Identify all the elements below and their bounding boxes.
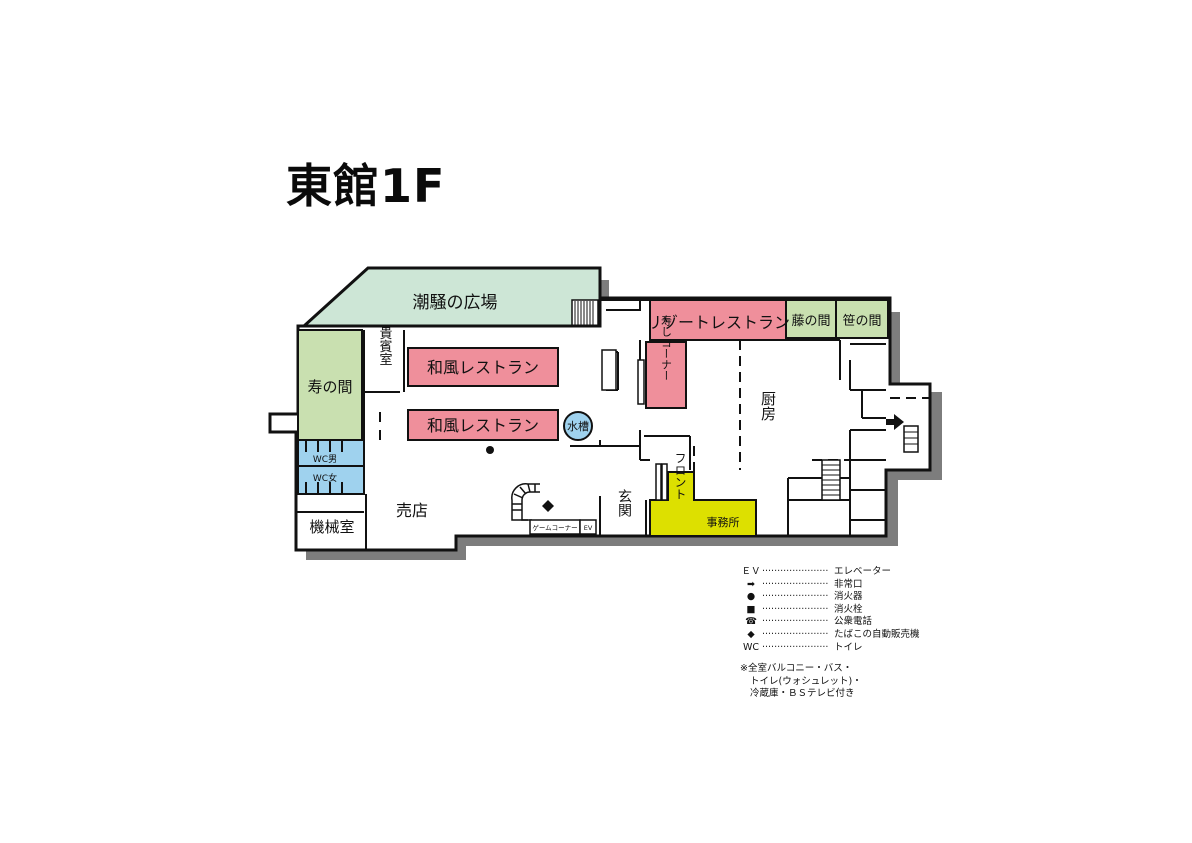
spiral-stairs — [511, 483, 540, 521]
label-water-tank: 水槽 — [567, 420, 589, 433]
square-icon: ■ — [746, 603, 756, 615]
note-line: 冷蔵庫・ＢＳテレビ付き — [750, 688, 855, 700]
legend-row: WC ······················ トイレ — [740, 642, 960, 655]
room-japanese-restaurant-2[interactable] — [407, 409, 559, 441]
label-wc-women: WC女 — [313, 472, 337, 484]
fire-extinguisher-icon — [486, 446, 494, 454]
page-title: 東館1F — [286, 159, 446, 213]
legend-row: ■ ······················ 消火栓 — [740, 604, 960, 617]
label-plaza: 潮騒の広場 — [413, 293, 498, 313]
label-sasa: 笹の間 — [842, 313, 881, 329]
label-japanese-restaurant-1: 和風レストラン — [427, 358, 539, 377]
ev-legend-symbol: ＥＶ — [741, 566, 761, 577]
room-resort-restaurant[interactable] — [649, 299, 787, 341]
circle-icon: ● — [746, 591, 756, 603]
room-kotobuki[interactable] — [297, 329, 363, 441]
legend-row: ● ······················ 消火器 — [740, 591, 960, 604]
label-office: 事務所 — [707, 515, 740, 529]
label-ev: EV — [584, 524, 593, 532]
legend-label: たばこの自動販売機 — [834, 628, 920, 640]
legend-label: 消火器 — [834, 591, 863, 603]
stairs-kitchen — [821, 425, 919, 501]
legend-label: 非常口 — [834, 578, 863, 590]
label-fuji: 藤の間 — [791, 314, 830, 329]
diamond-icon: ◆ — [747, 628, 755, 640]
label-front: フロント — [673, 452, 687, 500]
label-kotobuki: 寿の間 — [307, 378, 352, 396]
legend-label: エレベーター — [834, 566, 892, 577]
legend-row: ＥＶ ······················ エレベーター — [741, 566, 892, 577]
exit-arrow-icon — [886, 414, 904, 430]
room-sasa[interactable] — [835, 299, 889, 339]
label-sushi-corner: 寿しコーナー — [660, 314, 673, 381]
arrow-icon: ➡ — [747, 578, 755, 590]
label-kitchen: 厨房 — [759, 391, 777, 421]
label-resort-restaurant: リゾートレストラン — [646, 313, 790, 332]
vending-machine-icon — [542, 500, 554, 512]
label-wc-men: WC男 — [313, 454, 337, 465]
stairs-plaza — [574, 301, 594, 325]
wc-partitions — [298, 440, 364, 494]
label-vip: 貴賓室 — [377, 327, 393, 366]
legend-row: ➡ ······················ 非常口 — [740, 579, 960, 592]
note-line: トイレ(ウォシュレット)・ — [750, 675, 862, 687]
counters — [601, 349, 668, 501]
label-shop: 売店 — [396, 501, 428, 520]
note-line: ※全室バルコニー・バス・ — [740, 663, 853, 675]
label-game-corner: ゲームコーナー — [532, 523, 577, 532]
label-japanese-restaurant-2: 和風レストラン — [427, 416, 539, 435]
legend-label: 消火栓 — [834, 603, 863, 615]
legend-row: ◆ ······················ たばこの自動販売機 — [740, 629, 960, 642]
room-ev[interactable] — [579, 519, 597, 535]
map-legend: ＥＶ ······················ エレベーター ➡ ·····… — [740, 566, 960, 701]
label-entrance: 玄関 — [616, 488, 632, 518]
label-machine-room: 機械室 — [309, 518, 354, 536]
room-japanese-restaurant-1[interactable] — [407, 347, 559, 387]
amenities-note: ※全室バルコニー・バス・ トイレ(ウォシュレット)・ 冷蔵庫・ＢＳテレビ付き — [740, 663, 960, 701]
wc-legend-symbol: WC — [742, 641, 760, 653]
legend-row: ☎ ······················ 公衆電話 — [740, 616, 960, 629]
water-tank[interactable] — [563, 411, 593, 441]
legend-label: トイレ — [834, 641, 863, 653]
legend-label: 公衆電話 — [834, 616, 873, 628]
dashed-boundaries — [693, 340, 930, 500]
phone-icon: ☎ — [745, 616, 757, 628]
room-sushi-corner[interactable] — [645, 341, 687, 409]
